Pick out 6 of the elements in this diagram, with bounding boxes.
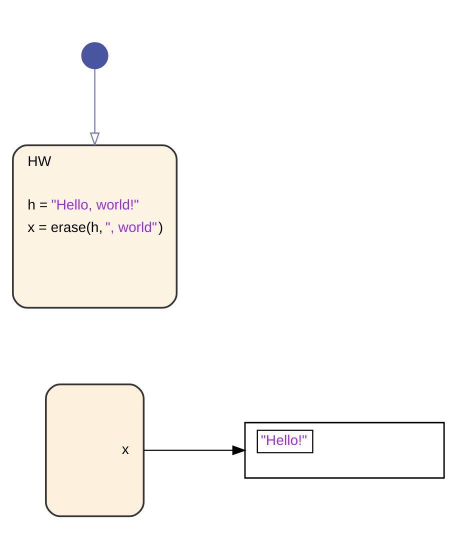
node-box: HW h = "Hello, world!" x = erase(h, ", world"): [12, 144, 178, 309]
node-box: x: [45, 383, 145, 518]
arrow: [90, 68, 100, 147]
node-circle: [81, 42, 108, 70]
node-box: "Hello!": [244, 422, 445, 479]
arrow: [144, 445, 246, 456]
